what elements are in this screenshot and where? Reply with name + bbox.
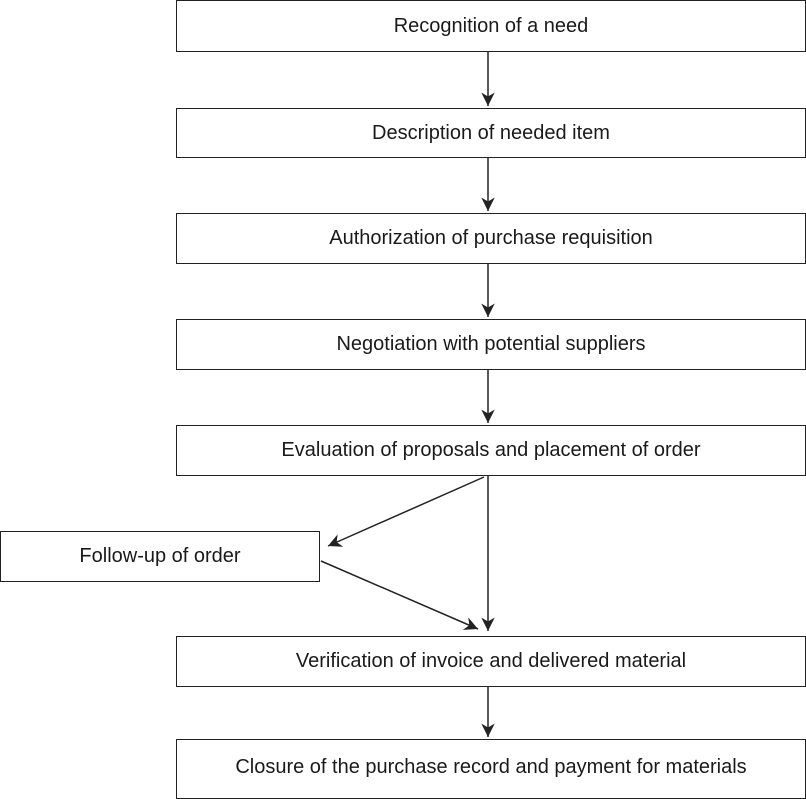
step-label: Recognition of a need [393,14,589,37]
step-recognition-of-need: Recognition of a need [176,0,806,52]
step-authorization: Authorization of purchase requisition [176,213,806,264]
step-label: Negotiation with potential suppliers [336,333,646,355]
arrow-5-to-6 [327,476,485,547]
step-evaluation-and-order: Evaluation of proposals and placement of… [176,425,806,476]
step-label: Verification of invoice and delivered ma… [295,650,687,672]
step-closure-and-payment: Closure of the purchase record and payme… [176,739,806,799]
step-verification: Verification of invoice and delivered ma… [176,636,806,687]
step-label: Evaluation of proposals and placement of… [281,439,701,461]
step-label: Authorization of purchase requisition [329,227,653,249]
step-label: Follow-up of order [79,545,241,567]
step-negotiation: Negotiation with potential suppliers [176,319,806,370]
step-label: Closure of the purchase record and payme… [235,756,747,778]
arrow-6-to-7 [320,560,479,630]
step-label: Description of needed item [372,121,610,144]
step-follow-up: Follow-up of order [0,531,320,582]
step-description-of-item: Description of needed item [176,108,806,158]
